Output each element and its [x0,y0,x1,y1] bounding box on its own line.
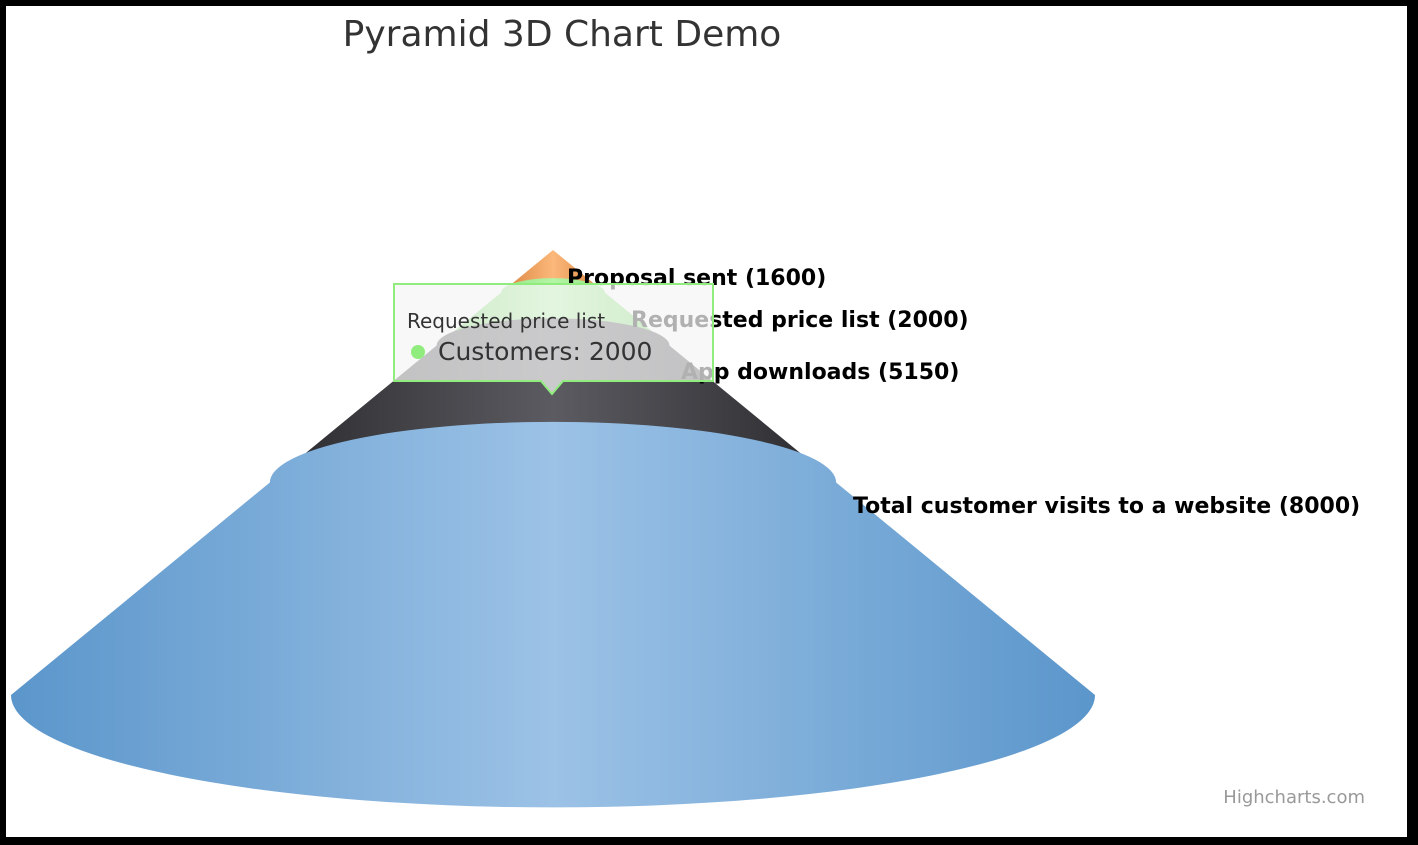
data-label-total-customer-visits-to-a-website: Total customer visits to a website (8000… [853,494,1360,519]
credits-link[interactable]: Highcharts.com [1223,787,1365,808]
data-label-app-downloads: App downloads (5150) [681,360,959,385]
tooltip-point: Customers: 2000 [438,337,652,366]
tooltip-box [393,283,714,396]
tooltip: Requested price list Customers: 2000 [393,283,714,396]
chart-title: Pyramid 3D Chart Demo [343,14,782,55]
tooltip-value: 2000 [589,337,653,366]
chart-container: Pyramid 3D Chart Demo Total customer vis… [6,6,1407,837]
tooltip-header: Requested price list [407,309,605,333]
tooltip-series-marker [411,345,425,359]
pyramid-segment-total-customer-visits-to-a-website[interactable] [11,421,1095,808]
pyramid-chart: Pyramid 3D Chart Demo Total customer vis… [11,14,1365,808]
tooltip-series-name: Customers [438,337,572,366]
